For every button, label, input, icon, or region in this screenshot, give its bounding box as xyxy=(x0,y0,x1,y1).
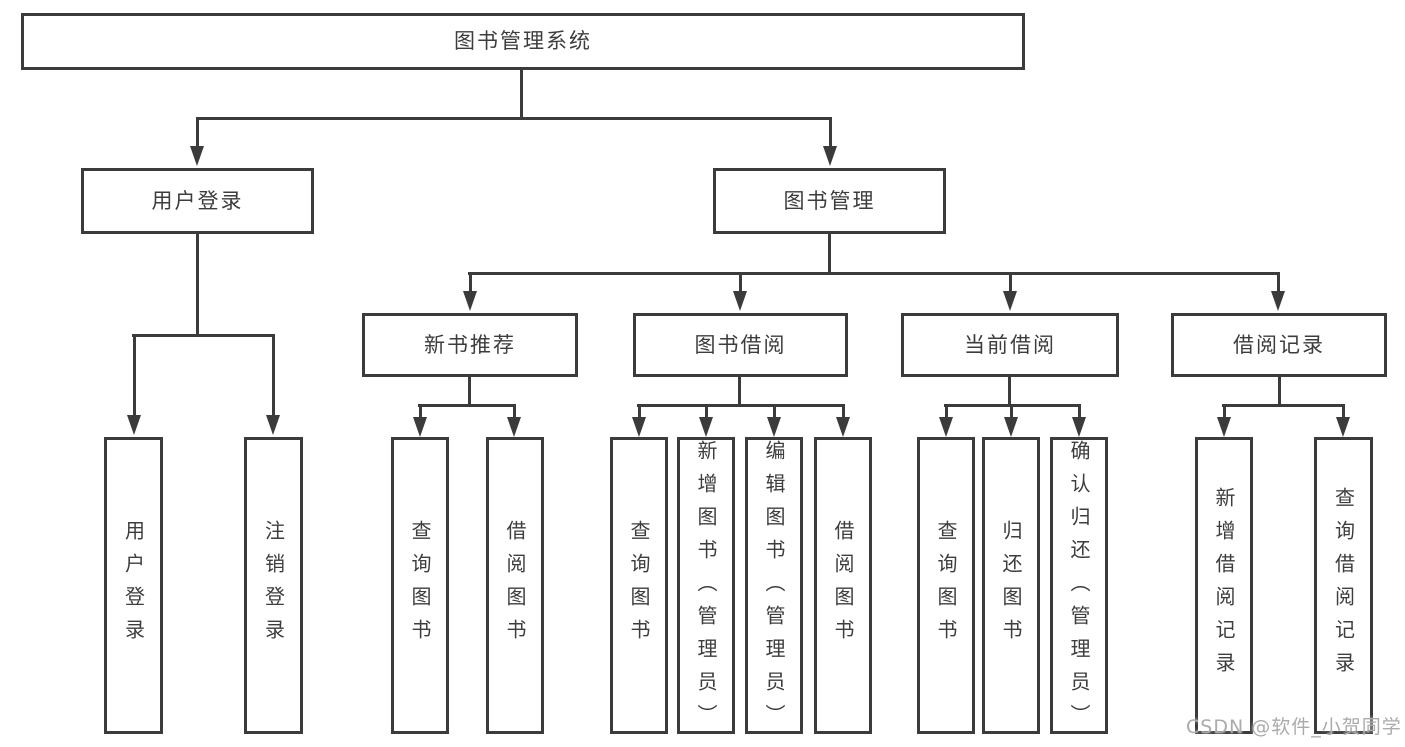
connector-borrowing-stem xyxy=(738,376,741,407)
leaf-borrow-books-borrowing: 借阅图书 xyxy=(814,437,872,734)
arrow-to-leaf-user-login xyxy=(127,335,141,435)
leaf-add-book-admin: 新增图书（管理员） xyxy=(677,437,735,737)
connector-records-rail xyxy=(1222,404,1345,407)
arrow-to-confirm-return-admin xyxy=(1072,405,1086,437)
arrow-to-user-login xyxy=(190,118,204,166)
arrow-to-add-book-admin xyxy=(699,405,713,437)
arrow-to-new-book-recommend xyxy=(463,273,477,311)
connector-current-rail xyxy=(944,404,1081,407)
node-borrowing-records: 借阅记录 xyxy=(1171,313,1387,377)
connector-management-stem xyxy=(828,233,831,275)
arrow-to-current-borrowing xyxy=(1003,273,1017,311)
arrow-to-leaf-logout xyxy=(266,335,280,435)
leaf-query-books-recommend: 查询图书 xyxy=(391,437,449,734)
connector-root-stem xyxy=(520,69,523,120)
leaf-query-books-borrowing: 查询图书 xyxy=(610,437,668,734)
arrow-to-query-books-recommend xyxy=(413,405,427,437)
leaf-user-login: 用户登录 xyxy=(104,437,163,734)
connector-current-stem xyxy=(1008,376,1011,407)
leaf-add-borrow-record: 新增借阅记录 xyxy=(1195,437,1253,734)
arrow-to-return-book xyxy=(1004,405,1018,437)
leaf-query-borrow-record: 查询借阅记录 xyxy=(1314,437,1373,734)
connector-login-rail xyxy=(132,334,275,337)
connector-recommend-rail xyxy=(418,404,516,407)
connector-login-stem xyxy=(196,233,199,337)
node-user-login: 用户登录 xyxy=(81,168,314,234)
node-new-book-recommend: 新书推荐 xyxy=(362,313,578,377)
arrow-to-query-books-current xyxy=(939,405,953,437)
arrow-to-borrowing-records xyxy=(1271,273,1285,311)
connector-borrowing-rail xyxy=(637,404,845,407)
node-book-management: 图书管理 xyxy=(713,168,946,234)
arrow-to-borrow-books-borrowing xyxy=(836,405,850,437)
node-current-borrowing: 当前借阅 xyxy=(901,313,1119,377)
node-library-system: 图书管理系统 xyxy=(21,13,1025,70)
leaf-confirm-return-admin: 确认归还（管理员） xyxy=(1050,437,1108,737)
leaf-edit-book-admin: 编辑图书（管理员） xyxy=(745,437,803,737)
arrow-to-book-borrowing xyxy=(733,273,747,311)
leaf-borrow-books-recommend: 借阅图书 xyxy=(486,437,544,734)
node-book-borrowing: 图书借阅 xyxy=(633,313,848,377)
arrow-to-add-borrow-record xyxy=(1217,405,1231,437)
arrow-to-borrow-books-recommend xyxy=(507,405,521,437)
leaf-query-books-current: 查询图书 xyxy=(917,437,975,734)
connector-records-stem xyxy=(1278,376,1281,407)
connector-level1-rail xyxy=(196,117,832,120)
arrow-to-book-management xyxy=(823,118,837,166)
connector-level2-rail xyxy=(468,272,1280,275)
csdn-watermark: CSDN @软件_小贺同学 xyxy=(1186,716,1402,738)
leaf-return-book: 归还图书 xyxy=(982,437,1040,734)
arrow-to-edit-book-admin xyxy=(767,405,781,437)
arrow-to-query-borrow-record xyxy=(1336,405,1350,437)
arrow-to-query-books-borrowing xyxy=(632,405,646,437)
leaf-logout: 注销登录 xyxy=(244,437,303,734)
connector-recommend-stem xyxy=(468,376,471,407)
